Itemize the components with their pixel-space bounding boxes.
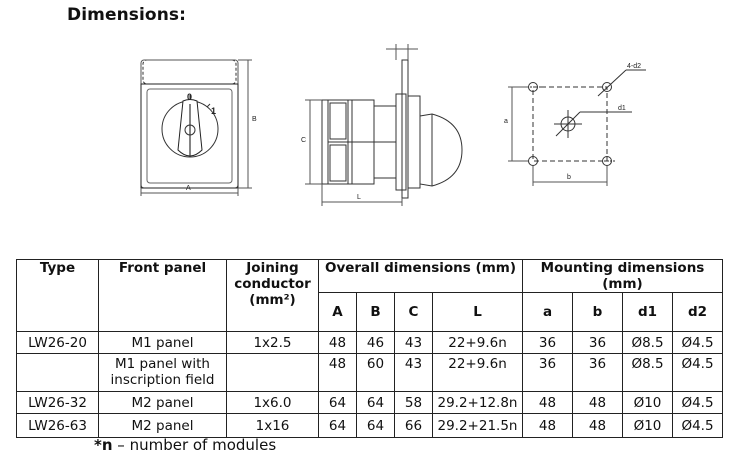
cell-d1: Ø8.5 xyxy=(622,331,673,354)
dimension-drawing: 0 1 A B C L a b 4-d2 d1 xyxy=(140,44,646,206)
cell-d2: Ø4.5 xyxy=(672,413,723,438)
cell-b: 48 xyxy=(572,413,623,438)
header-d2: d2 xyxy=(672,292,723,332)
cell-d1: Ø10 xyxy=(622,413,673,438)
cell-C: 43 xyxy=(394,353,433,392)
cell-d1: Ø8.5 xyxy=(622,353,673,392)
side-height-label: C xyxy=(301,137,306,144)
footnote-key: *n xyxy=(94,436,113,454)
header-mounting-dimensions: Mounting dimensions (mm) xyxy=(522,259,723,293)
mount-width-label: b xyxy=(567,174,571,181)
cell-d2: Ø4.5 xyxy=(672,391,723,414)
header-b: b xyxy=(572,292,623,332)
table-row: LW26-20 M1 panel 1x2.5 48 46 43 22+9.6n … xyxy=(16,331,723,354)
cell-type: LW26-20 xyxy=(16,331,99,354)
cell-front-panel: M1 panel xyxy=(98,331,227,354)
side-view xyxy=(305,44,463,206)
footnote-text: – number of modules xyxy=(112,436,277,454)
front-height-label: B xyxy=(252,116,257,123)
footnote: *n – number of modules xyxy=(94,436,276,454)
cell-A: 48 xyxy=(318,353,357,392)
header-B: B xyxy=(356,292,395,332)
cell-front-panel: M1 panel with inscription field xyxy=(98,353,227,392)
header-C: C xyxy=(394,292,433,332)
cell-B: 46 xyxy=(356,331,395,354)
cell-a: 48 xyxy=(522,391,573,414)
header-A: A xyxy=(318,292,357,332)
cell-L: 29.2+12.8n xyxy=(432,391,523,414)
cell-front-panel: M2 panel xyxy=(98,413,227,438)
header-L: L xyxy=(432,292,523,332)
mount-center-hole-label: d1 xyxy=(618,105,626,112)
cell-L: 22+9.6n xyxy=(432,331,523,354)
cell-b: 36 xyxy=(572,353,623,392)
page-title: Dimensions: xyxy=(67,5,187,25)
table-row: LW26-32 M2 panel 1x6.0 64 64 58 29.2+12.… xyxy=(16,391,723,414)
mount-hole-note: 4-d2 xyxy=(627,63,641,70)
cell-b: 36 xyxy=(572,331,623,354)
table-row: M1 panel with inscription field 48 60 43… xyxy=(16,353,723,392)
cell-type: LW26-32 xyxy=(16,391,99,414)
cell-type: LW26-63 xyxy=(16,413,99,438)
header-d1: d1 xyxy=(622,292,673,332)
cell-A: 64 xyxy=(318,391,357,414)
dial-zero-label: 0 xyxy=(187,92,192,102)
cell-a: 48 xyxy=(522,413,573,438)
header-joining-line1: Joining xyxy=(246,260,299,277)
cell-C: 66 xyxy=(394,413,433,438)
cell-d2: Ø4.5 xyxy=(672,353,723,392)
cell-d1: Ø10 xyxy=(622,391,673,414)
cell-C: 43 xyxy=(394,331,433,354)
cell-front-panel-line2: inscription field xyxy=(110,372,215,388)
cell-b: 48 xyxy=(572,391,623,414)
cell-a: 36 xyxy=(522,331,573,354)
header-type: Type xyxy=(16,259,99,332)
cell-front-panel-line1: M1 panel with xyxy=(115,356,210,372)
mounting-view xyxy=(508,69,646,186)
header-joining-line2: conductor xyxy=(234,276,311,292)
cell-joining: 1x16 xyxy=(226,413,319,438)
cell-d2: Ø4.5 xyxy=(672,331,723,354)
cell-B: 64 xyxy=(356,391,395,414)
header-overall-dimensions: Overall dimensions (mm) xyxy=(318,259,523,293)
cell-a: 36 xyxy=(522,353,573,392)
cell-front-panel: M2 panel xyxy=(98,391,227,414)
front-view xyxy=(140,59,252,196)
cell-joining: 1x6.0 xyxy=(226,391,319,414)
cell-A: 64 xyxy=(318,413,357,438)
header-joining-conductor: Joining conductor (mm²) xyxy=(226,259,319,332)
dial-one-label: 1 xyxy=(211,106,216,116)
side-length-label: L xyxy=(357,194,361,201)
dimensions-table: Type Front panel Joining conductor (mm²)… xyxy=(16,259,723,438)
table-header-row: Type Front panel Joining conductor (mm²)… xyxy=(16,259,723,332)
cell-joining xyxy=(226,353,319,392)
cell-L: 29.2+21.5n xyxy=(432,413,523,438)
cell-A: 48 xyxy=(318,331,357,354)
mount-height-label: a xyxy=(504,118,508,125)
header-joining-line3: (mm²) xyxy=(249,292,296,308)
cell-type xyxy=(16,353,99,392)
cell-L: 22+9.6n xyxy=(432,353,523,392)
header-front-panel: Front panel xyxy=(98,259,227,332)
cell-C: 58 xyxy=(394,391,433,414)
cell-joining: 1x2.5 xyxy=(226,331,319,354)
cell-B: 64 xyxy=(356,413,395,438)
header-a: a xyxy=(522,292,573,332)
table-row: LW26-63 M2 panel 1x16 64 64 66 29.2+21.5… xyxy=(16,413,723,438)
front-width-label: A xyxy=(186,185,191,192)
cell-B: 60 xyxy=(356,353,395,392)
